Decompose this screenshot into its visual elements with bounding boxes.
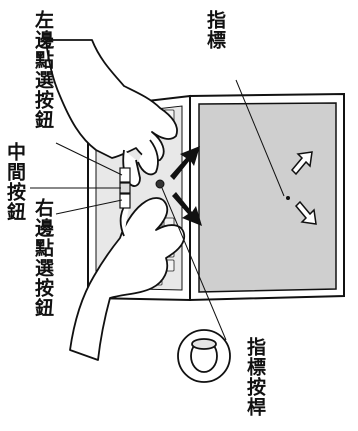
movement-arrows bbox=[170, 146, 202, 226]
left-click-button-label: 左邊點選按鈕 bbox=[32, 10, 54, 130]
pointer-label: 指標 bbox=[204, 10, 226, 50]
screen-pointer-dot bbox=[286, 196, 290, 200]
trackpoint-buttons bbox=[119, 167, 131, 209]
pointing-stick-label: 指標按桿 bbox=[244, 337, 266, 417]
trackpoint-stick bbox=[155, 179, 165, 189]
laptop-display bbox=[189, 92, 345, 302]
screen-arrows bbox=[290, 151, 317, 225]
right-click-button-label: 右邊點選按鈕 bbox=[32, 198, 54, 318]
stick-magnified-inset bbox=[177, 329, 231, 383]
leader-lines bbox=[30, 79, 285, 341]
middle-button-label: 中間按鈕 bbox=[4, 142, 26, 222]
